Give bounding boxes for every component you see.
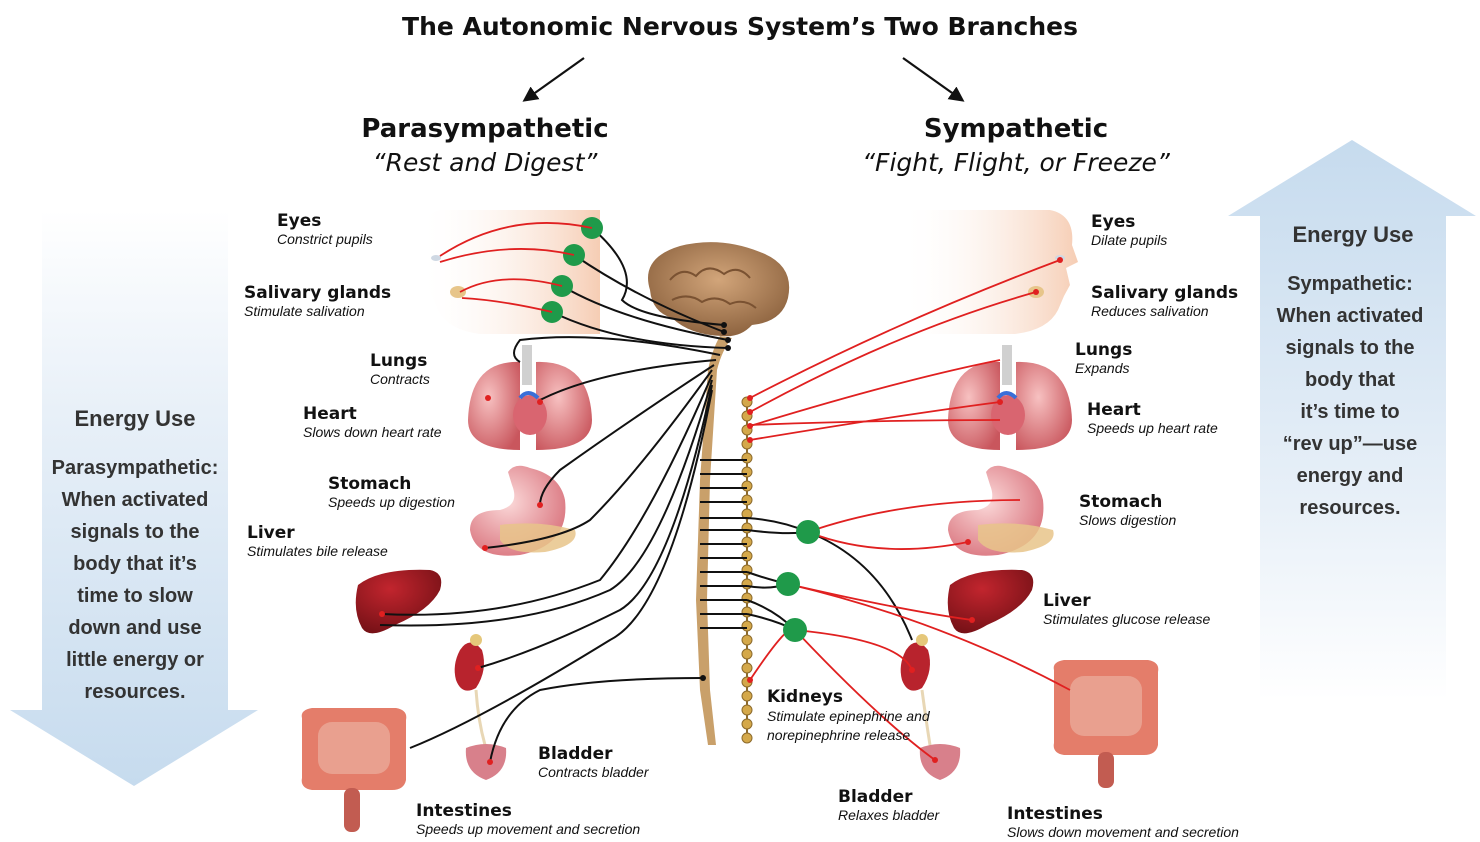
chain-ganglion [742,719,752,729]
bladder-left [466,744,506,780]
sympathetic-tagline: “Fight, Flight, or Freeze” [826,148,1206,177]
chain-ganglion [742,649,752,659]
para-eyes-label: Eyes Constrict pupils [277,211,373,248]
symp-energy-title: Energy Use [1260,222,1446,248]
sympathetic-chain [742,397,752,743]
chain-ganglion [742,691,752,701]
symp-liver-label: Liver Stimulates glucose release [1043,591,1210,628]
parasympathetic-heading: Parasympathetic [335,114,635,144]
para-salivary-label: Salivary glands Stimulate salivation [244,283,391,320]
symp-energy-text: Sympathetic: When activated signals to t… [1245,268,1455,524]
chain-ganglion [742,663,752,673]
brain [648,242,789,336]
bladder-right [920,744,960,780]
para-energy-text: Parasympathetic: When activated signals … [30,452,240,708]
chain-ganglion [742,551,752,561]
chain-ganglion [742,523,752,533]
chain-ganglion [742,621,752,631]
para-lungs-label: Lungs Contracts [370,351,430,388]
face-left [418,210,600,334]
face-right [900,210,1078,334]
liver-left [356,570,442,634]
para-intestines-label: Intestines Speeds up movement and secret… [416,801,640,838]
sympathetic-heading: Sympathetic [866,114,1166,144]
chain-ganglion [742,537,752,547]
intestines-right [1054,660,1159,788]
symp-heart-label: Heart Speeds up heart rate [1087,400,1218,437]
parasympathetic-tagline: “Rest and Digest” [335,148,635,177]
symp-kidneys-label: Kidneys Stimulate epinephrine and norepi… [767,687,932,745]
symp-lungs-label: Lungs Expands [1075,340,1132,377]
chain-ganglion [742,495,752,505]
right-branch-arrow [903,58,962,100]
para-stomach-label: Stomach Speeds up digestion [328,474,455,511]
para-energy-title: Energy Use [42,406,228,432]
left-branch-arrow [525,58,584,100]
chain-ganglion [742,467,752,477]
chain-ganglion [742,733,752,743]
symp-bladder-label: Bladder Relaxes bladder [838,787,939,824]
symp-intestines-label: Intestines Slows down movement and secre… [1007,804,1239,841]
liver-right [948,570,1034,634]
lungs-right [948,345,1072,450]
kidney-left [455,634,485,745]
intestines-left [302,708,407,832]
symp-salivary-label: Salivary glands Reduces salivation [1091,283,1238,320]
symp-stomach-label: Stomach Slows digestion [1079,492,1176,529]
chain-ganglion [742,705,752,715]
para-bladder-label: Bladder Contracts bladder [538,744,649,781]
symp-eyes-label: Eyes Dilate pupils [1091,212,1167,249]
para-liver-label: Liver Stimulates bile release [247,523,388,560]
chain-ganglion [742,635,752,645]
diagram-title: The Autonomic Nervous System’s Two Branc… [0,12,1480,41]
chain-ganglion [742,453,752,463]
para-heart-label: Heart Slows down heart rate [303,404,442,441]
chain-ganglion [742,481,752,491]
